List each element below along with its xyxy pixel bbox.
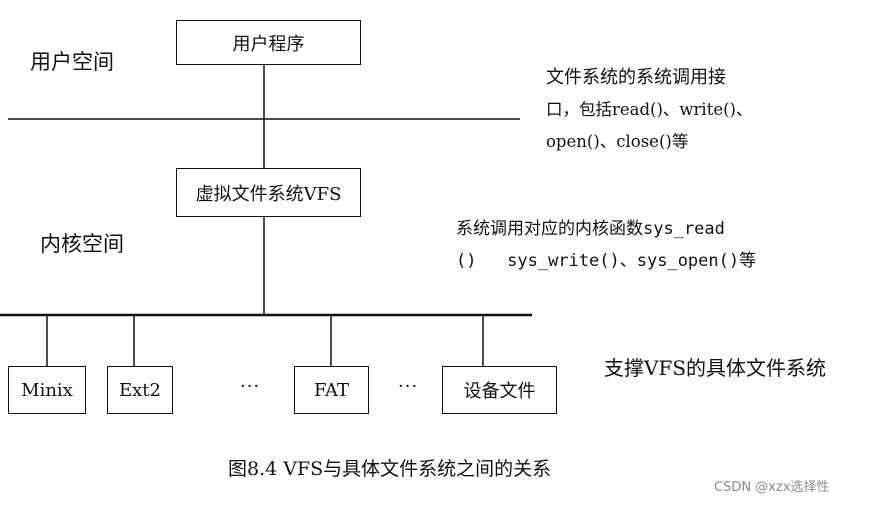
concrete-fs-note: 支撑VFS的具体文件系统 [604, 356, 827, 380]
syscall-interface-note-line-3: open()、close()等 [546, 132, 689, 151]
syscall-interface-note: 文件系统的系统调用接 口，包括read()、write()、 open()、cl… [546, 62, 752, 158]
watermark: CSDN @xzx选择性 [714, 480, 830, 495]
fat-box: FAT [294, 366, 369, 414]
minix-box: Minix [8, 366, 86, 414]
ellipsis-between-fat-device: ··· [398, 376, 419, 397]
kernel-functions-note: 系统调用对应的内核函数sys_read () sys_write()、sys_o… [456, 213, 756, 277]
kernel-functions-note-line-1: 系统调用对应的内核函数sys_read [456, 219, 725, 239]
ext2-box: Ext2 [107, 366, 173, 414]
syscall-interface-note-line-2: 口，包括read()、write()、 [546, 100, 753, 119]
kernel-space-label: 内核空间 [40, 232, 124, 256]
figure-caption: 图8.4 VFS与具体文件系统之间的关系 [228, 458, 552, 480]
user-space-label: 用户空间 [30, 50, 114, 74]
kernel-functions-note-line-2: () sys_write()、sys_open()等 [456, 251, 757, 271]
ellipsis-between-ext2-fat: ··· [240, 376, 261, 397]
user-program-box: 用户程序 [176, 20, 361, 65]
device-file-box: 设备文件 [442, 366, 557, 414]
syscall-interface-note-line-1: 文件系统的系统调用接 [546, 67, 726, 88]
vfs-box: 虚拟文件系统VFS [176, 168, 361, 217]
